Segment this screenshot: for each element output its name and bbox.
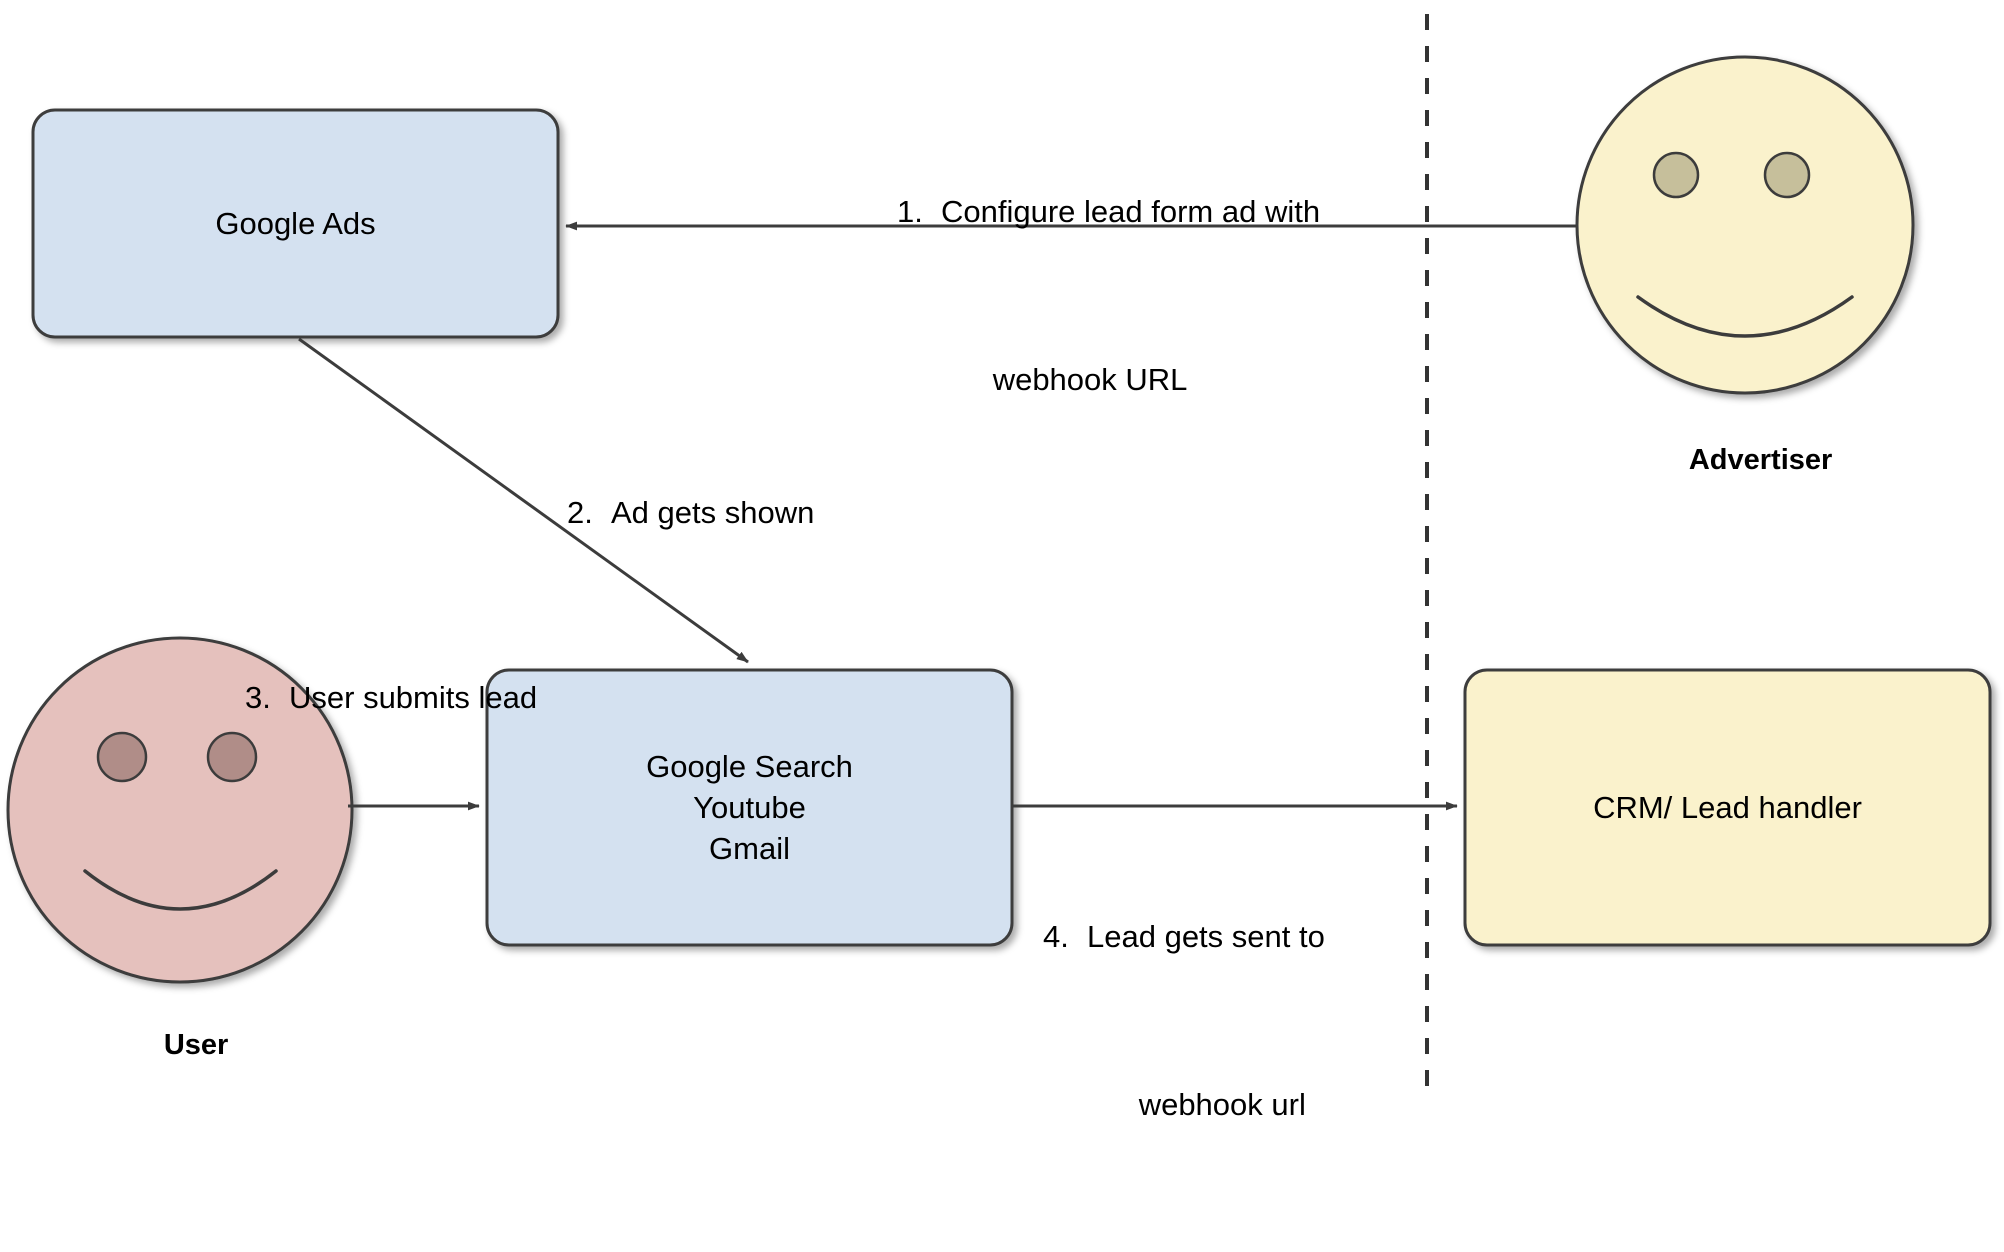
diagram-canvas: Google Ads Google Search Youtube Gmail C… [6,14,1992,1122]
advertiser-smile-icon [1636,295,1854,338]
actor-user-label: User [20,996,340,1095]
edge-step-3-text-line-1: User submits lead [289,680,538,715]
edge-step-1-text-line-2: webhook URL [992,362,1188,397]
edge-step-4-text-line-1: Lead gets sent to [1087,919,1325,954]
actor-advertiser-label: Advertiser [1585,411,1905,510]
diagram-vector-layer [6,14,1992,1100]
edge-step-1-number: 1. [897,194,923,229]
edge-step-3-number: 3. [245,680,271,715]
edge-step-4-number: 4. [1043,919,1069,954]
user-right-eye-icon [206,731,258,783]
advertiser-right-eye-icon [1763,151,1811,199]
node-advertiser-shape[interactable] [1575,55,1915,395]
edge-step-4-label: 4. Lead gets sent to webhook url [1043,832,1473,1252]
edge-step-4-text-line-2: webhook url [1138,1087,1306,1122]
advertiser-left-eye-icon [1652,151,1700,199]
edge-step-1-text-line-1: Configure lead form ad with [941,194,1321,229]
edge-step-2-text-line-1: Ad gets shown [611,495,815,530]
advertiser-face-icon [1575,55,1915,395]
edge-step-2-label: 2. Ad gets shown [567,408,987,618]
node-user-shape[interactable] [6,636,354,984]
user-smile-icon [83,869,278,911]
node-google-ads-shape[interactable] [31,108,560,339]
user-left-eye-icon [96,731,148,783]
actor-advertiser-text: Advertiser [1688,444,1833,476]
node-crm-shape[interactable] [1463,668,1992,947]
user-face-icon [6,636,354,984]
edge-step-1-label: 1. Configure lead form ad with webhook U… [897,107,1417,527]
actor-user-text: User [163,1029,229,1061]
edge-step-2-arrow[interactable] [298,337,749,664]
edge-step-3-label: 3. User submits lead [245,593,665,803]
edge-step-2-number: 2. [567,495,593,530]
